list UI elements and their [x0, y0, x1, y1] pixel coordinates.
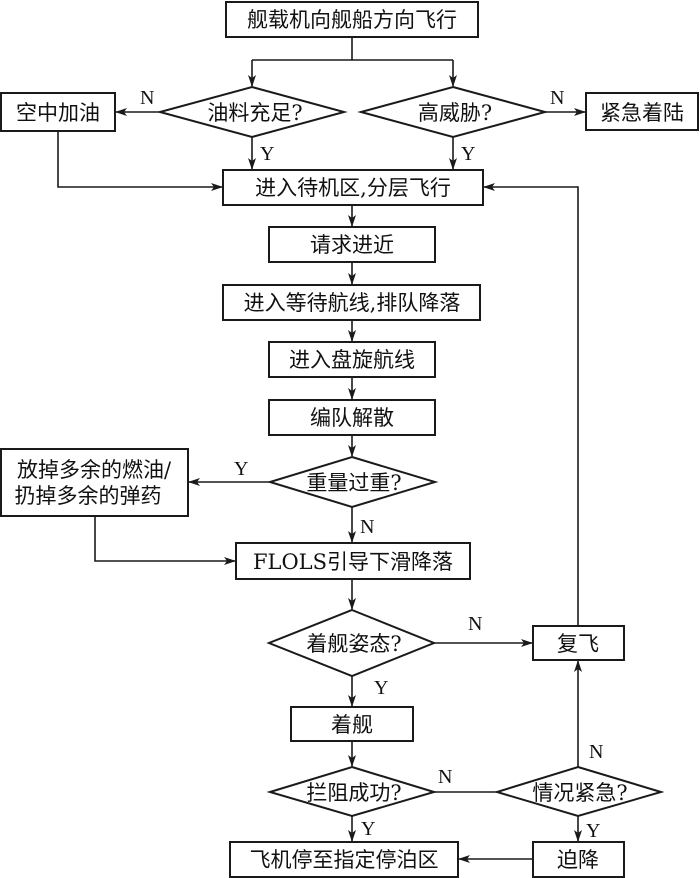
node-flols-glide: FLOLS引导下滑降落: [235, 542, 471, 580]
node-dump-load-label-line1: 放掉多余的燃油/: [17, 458, 172, 482]
label-emergency-no: N: [589, 741, 603, 763]
node-emergency-land: 紧急着陆: [585, 92, 699, 131]
edge-dump-to-flols: [94, 516, 236, 565]
decision-overweight-check: 重量过重?: [266, 455, 439, 509]
node-dump-load-label-line2: 扔掉多余的弹药: [15, 484, 162, 508]
decision-arrest-check-label: 拦阻成功?: [306, 781, 401, 805]
decision-fuel-check-label: 油料充足?: [207, 101, 302, 125]
decision-attitude-check-label: 着舰姿态?: [306, 632, 401, 656]
node-circling-route-label: 进入盘旋航线: [289, 348, 415, 372]
node-land-on-ship-label: 着舰: [331, 713, 373, 737]
label-arrest-no: N: [438, 766, 452, 788]
label-threat-no: N: [550, 87, 564, 109]
label-emergency-yes: Y: [586, 820, 600, 842]
decision-overweight-check-label: 重量过重?: [306, 471, 401, 495]
node-air-refuel: 空中加油: [0, 92, 116, 132]
edge-start-split: [252, 37, 453, 61]
label-attitude-no: N: [468, 613, 482, 635]
label-overweight-yes: Y: [234, 458, 248, 480]
label-fuel-yes: Y: [260, 143, 274, 165]
node-formation-break-label: 编队解散: [310, 406, 394, 430]
node-forced-landing: 迫降: [532, 841, 625, 878]
node-air-refuel-label: 空中加油: [16, 101, 100, 125]
node-holding-area-label: 进入待机区,分层飞行: [255, 176, 451, 200]
decision-threat-check-label: 高威胁?: [418, 101, 492, 125]
edge-labels: N Y N Y Y N N Y N Y N Y: [140, 87, 603, 842]
label-overweight-no: N: [360, 516, 374, 538]
node-land-on-ship: 着舰: [290, 706, 414, 742]
label-arrest-yes: Y: [361, 818, 375, 840]
node-park: 飞机停至指定停泊区: [229, 841, 459, 878]
node-start-label: 舰载机向舰船方向飞行: [247, 8, 457, 32]
node-request-approach: 请求进近: [268, 226, 436, 263]
label-fuel-no: N: [140, 87, 154, 109]
decision-arrest-check: 拦阻成功?: [266, 765, 438, 818]
decision-attitude-check: 着舰姿态?: [266, 608, 437, 678]
decision-threat-check: 高威胁?: [357, 85, 549, 139]
decision-emergency-check: 情况紧急?: [493, 765, 665, 818]
decision-fuel-check: 油料充足?: [156, 85, 348, 139]
node-holding-area: 进入待机区,分层飞行: [222, 169, 484, 206]
label-threat-yes: Y: [461, 143, 475, 165]
node-formation-break: 编队解散: [268, 399, 436, 436]
node-emergency-land-label: 紧急着陆: [600, 101, 684, 125]
edges: [57, 37, 586, 863]
node-flols-glide-label: FLOLS引导下滑降落: [253, 550, 453, 574]
node-start: 舰载机向舰船方向飞行: [225, 1, 479, 38]
node-forced-landing-label: 迫降: [557, 848, 599, 872]
node-request-approach-label: 请求进近: [310, 233, 394, 257]
edge-go-around-to-holding: [483, 183, 579, 626]
node-circling-route: 进入盘旋航线: [268, 341, 436, 378]
label-attitude-yes: Y: [374, 677, 388, 699]
node-waiting-route: 进入等待航线,排队降落: [222, 284, 481, 321]
node-waiting-route-label: 进入等待航线,排队降落: [244, 291, 461, 315]
node-go-around: 复飞: [532, 625, 625, 661]
node-dump-load: 放掉多余的燃油/ 扔掉多余的弹药: [0, 448, 189, 517]
node-go-around-label: 复飞: [557, 632, 599, 656]
node-park-label: 飞机停至指定停泊区: [250, 848, 439, 872]
decision-emergency-check-label: 情况紧急?: [532, 781, 627, 805]
edge-air-refuel-to-holding: [57, 131, 223, 191]
